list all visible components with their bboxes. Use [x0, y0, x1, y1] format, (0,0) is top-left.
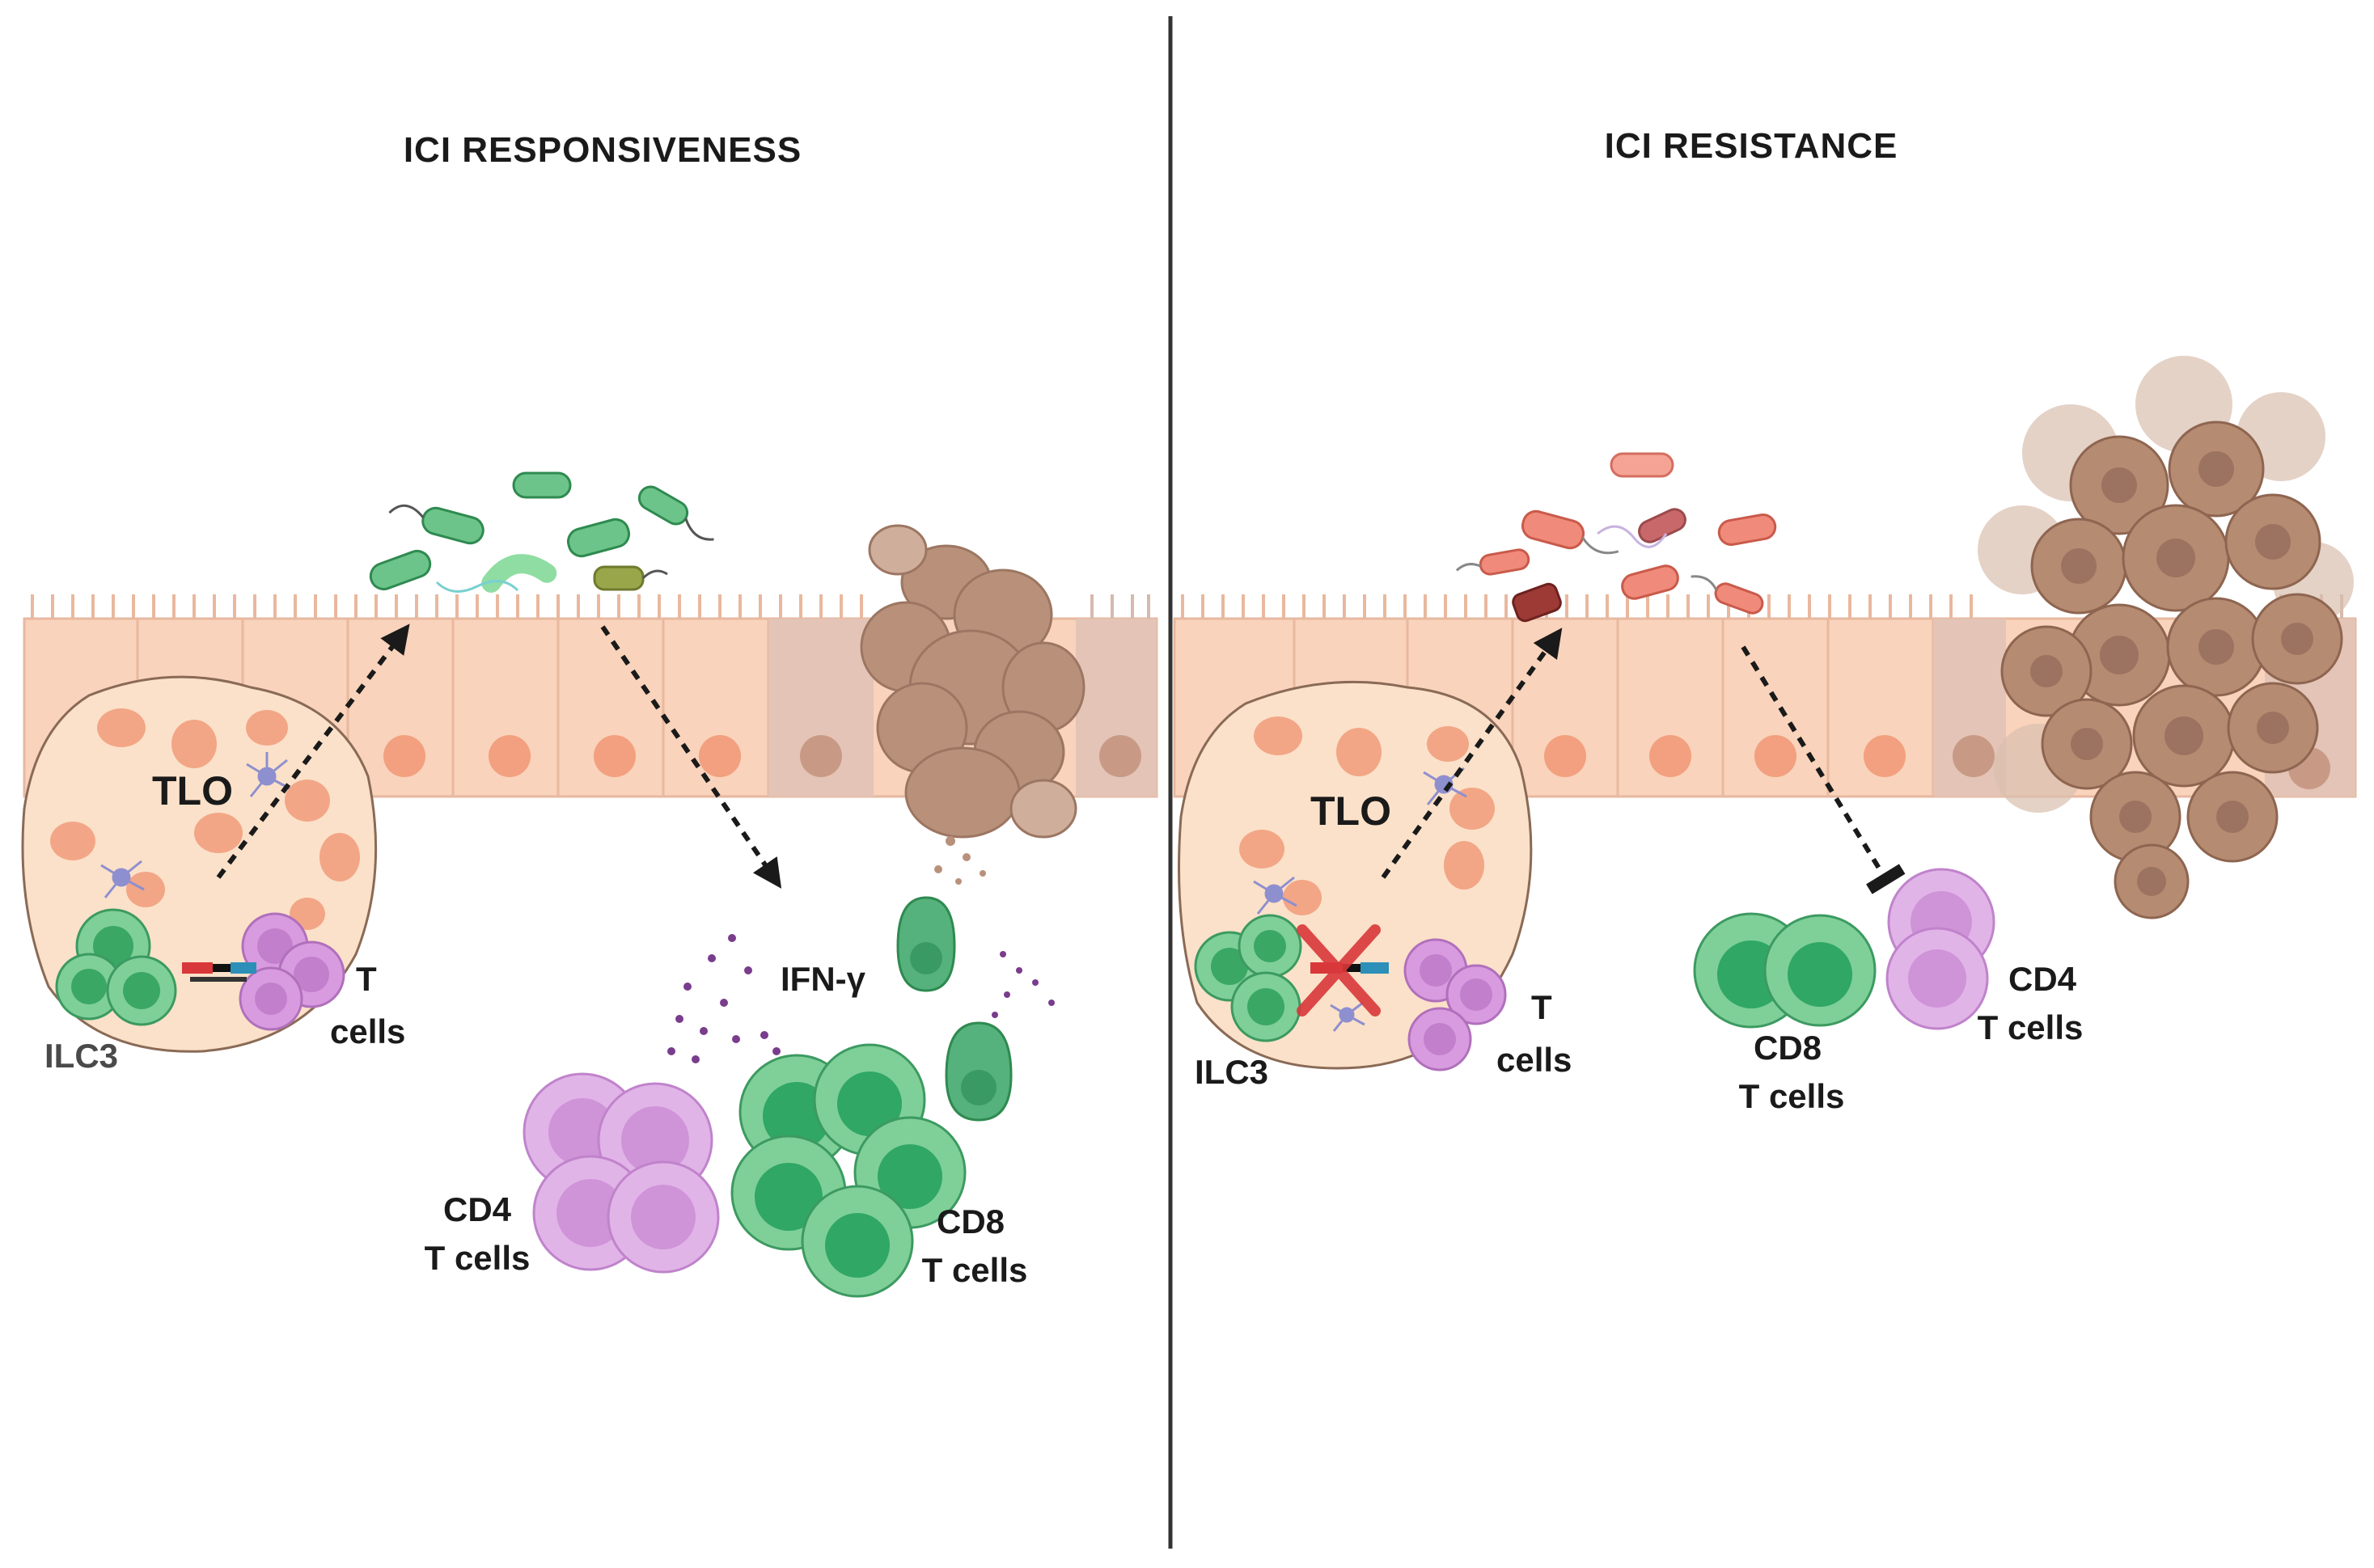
right-tumor-cluster [1978, 356, 2354, 919]
left-cd8-cluster [730, 1043, 967, 1298]
bacteria-icon [388, 504, 485, 545]
bacteria-icon [512, 471, 572, 499]
dendritic-cell-icon [246, 752, 290, 797]
bacteria-icon [1455, 548, 1530, 576]
bacteria-icon [1717, 514, 1777, 546]
left-tlo-t-label-line1: T [356, 960, 377, 998]
dendritic-cell-icon [100, 860, 145, 898]
tlo-t-cells [239, 912, 345, 1031]
bacteria-icon [1691, 575, 1764, 615]
tumor-debris [934, 836, 986, 885]
receptor-icon [182, 962, 256, 982]
left-tumor-cluster [860, 524, 1085, 839]
bacteria-icon [1621, 564, 1679, 600]
ifn-gamma-label: IFN-γ [781, 960, 866, 998]
secreting-cd8-cell [896, 896, 956, 992]
dendritic-cell-icon [1330, 1001, 1365, 1032]
ilc3-cluster [55, 908, 177, 1026]
inhibition-x-icon [1297, 924, 1381, 1016]
ilc3-cluster [1194, 914, 1302, 1042]
bacteria-icon [566, 518, 631, 558]
arrow-icon [216, 623, 410, 879]
left-ilc3-label: ILC3 [44, 1037, 118, 1075]
right-cd8-label-line2: T cells [1739, 1077, 1845, 1115]
right-cd4-cluster [1885, 868, 1995, 1030]
left-cd8-label-line2: T cells [922, 1251, 1028, 1289]
left-panel-title: ICI RESPONSIVENESS [404, 130, 802, 170]
blunt-arrow-icon [1741, 645, 1906, 894]
left-tlo-t-label-line2: cells [330, 1012, 405, 1050]
bacteria-icon [593, 565, 668, 591]
right-tlo-t-label-line2: cells [1496, 1041, 1572, 1079]
left-tlo [21, 675, 378, 1053]
bacteria-icon [637, 485, 714, 541]
bacteria-icon [369, 549, 432, 591]
right-tlo-label: TLO [1310, 788, 1391, 834]
right-panel-title: ICI RESISTANCE [1605, 126, 1898, 166]
left-bacteria-group [369, 471, 714, 593]
right-cd4-label-line2: T cells [1978, 1008, 2084, 1046]
bacteria-icon [1512, 582, 1562, 623]
bacteria-icon [481, 554, 557, 593]
arrow-icon [600, 625, 782, 889]
left-cd4-label-line1: CD4 [443, 1190, 512, 1228]
ifn-gamma-dots [667, 934, 1055, 1063]
right-bacteria-group [1455, 452, 1777, 623]
bacteria-icon [1521, 509, 1619, 555]
tlo-t-cells [1403, 938, 1507, 1071]
right-cd8-cluster [1693, 912, 1877, 1029]
right-tlo-t-label-line1: T [1531, 988, 1552, 1026]
arrow-icon [1381, 628, 1563, 879]
right-cd8-label-line1: CD8 [1754, 1029, 1822, 1067]
left-tlo-label: TLO [152, 768, 233, 814]
left-cd4-label-line2: T cells [425, 1239, 531, 1277]
left-cd4-cluster [523, 1072, 720, 1274]
bacteria-icon [1610, 452, 1674, 478]
secreting-cd8-cell [945, 1021, 1013, 1122]
dendritic-cell-icon [1253, 876, 1297, 915]
right-tlo [1178, 680, 1533, 1071]
right-cd4-label-line1: CD4 [2008, 960, 2077, 998]
left-cd8-label-line1: CD8 [937, 1202, 1005, 1240]
right-ilc3-label: ILC3 [1195, 1053, 1268, 1091]
